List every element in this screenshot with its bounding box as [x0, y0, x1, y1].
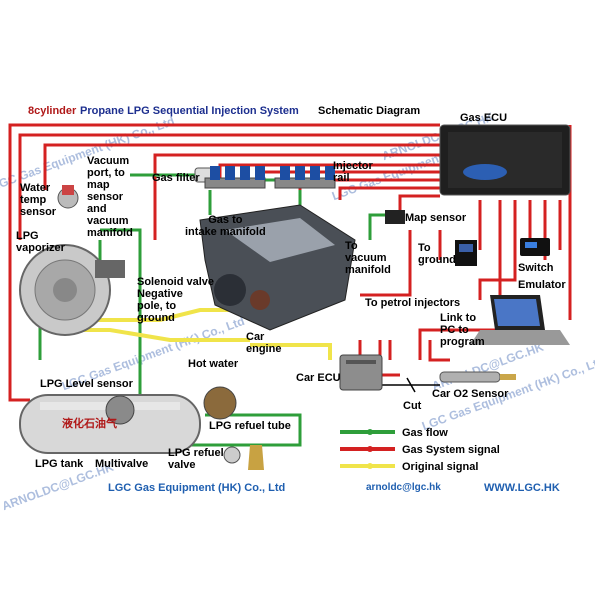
o2-sensor-shape — [439, 371, 516, 383]
car-ecu-shape — [339, 354, 383, 391]
gas-ecu-box — [439, 124, 571, 196]
tank-chinese-label: 液化石油气 — [62, 417, 117, 430]
emulator-label: Emulator — [518, 279, 566, 291]
hot-water-label: Hot water — [188, 358, 239, 370]
injector-rail-left — [204, 166, 266, 189]
lpg-tank-label: LPG tank — [35, 458, 84, 470]
refuel-valve-shape — [223, 445, 264, 470]
lpg-vaporizer-label: LPG vaporizer — [16, 230, 65, 254]
laptop-shape — [470, 295, 570, 345]
injector-rail-label: Injector rail — [333, 160, 373, 184]
injector-rail-right — [274, 166, 336, 189]
car-engine-label: Car engine — [246, 331, 282, 355]
title-prefix: 8cylinder — [28, 105, 77, 117]
switch-shape — [520, 238, 550, 256]
lpg-level-sensor-label: LPG Level sensor — [40, 378, 133, 390]
cut-label: Cut — [403, 400, 422, 412]
lpg-refuel-valve-label: LPG refuel valve — [168, 447, 224, 471]
multivalve-shape — [105, 395, 135, 425]
solenoid-valve-label: Solenoid valve Negative pole, to ground — [137, 276, 215, 324]
water-temp-sensor-shape — [57, 185, 79, 209]
gas-to-intake-label: Gas to intake manifold — [185, 214, 266, 238]
car-ecu-label: Car ECU — [296, 372, 341, 384]
ground-module-shape — [455, 240, 477, 266]
footer-email[interactable]: arnoldc@lgc.hk — [366, 482, 441, 493]
gas-filter-label: Gas filter — [152, 172, 200, 184]
legend-swatches — [340, 429, 395, 469]
map-sensor-shape — [385, 210, 405, 224]
to-vacuum-manifold-label: To vacuum manifold — [345, 240, 391, 276]
vacuum-port-label: Vacuum port, to map sensor and vacuum ma… — [87, 155, 133, 239]
car-o2-sensor-label: Car O2 Sensor — [432, 388, 509, 400]
vaporizer-shape — [19, 244, 125, 336]
map-sensor-label: Map sensor — [405, 212, 467, 224]
car-engine-shape — [199, 204, 356, 331]
page-title: Propane LPG Sequential Injection System — [80, 105, 299, 117]
refuel-tube-shape — [203, 386, 237, 420]
to-ground-label: To ground — [418, 242, 456, 266]
footer-website[interactable]: WWW.LGC.HK — [484, 482, 560, 494]
legend-gas-system-signal: Gas System signal — [402, 444, 500, 456]
lpg-refuel-tube-label: LPG refuel tube — [209, 420, 291, 432]
switch-label: Switch — [518, 262, 554, 274]
multivalve-label: Multivalve — [95, 458, 149, 470]
cut-mark — [406, 377, 416, 393]
legend-gas-flow: Gas flow — [402, 427, 448, 439]
footer-company: LGC Gas Equipment (HK) Co., Ltd — [108, 482, 286, 494]
link-to-pc-label: Link to PC to program — [440, 312, 485, 348]
title-suffix: Schematic Diagram — [318, 105, 421, 117]
legend-original-signal: Original signal — [402, 461, 479, 473]
to-petrol-injectors-label: To petrol injectors — [365, 297, 461, 309]
water-temp-sensor-label: Water temp sensor — [20, 182, 57, 218]
gas-ecu-label: Gas ECU — [460, 112, 508, 124]
